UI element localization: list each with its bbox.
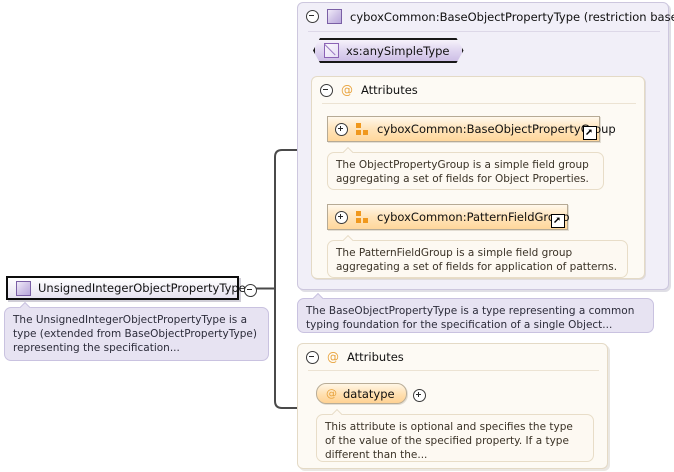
root-annotation-text: The UnsignedIntegerObjectPropertyType is… bbox=[13, 314, 257, 354]
local-attributes-header: @ Attributes bbox=[306, 350, 404, 364]
attribute-group-base-object-property[interactable]: cyboxCommon:BaseObjectPropertyGroup bbox=[327, 116, 616, 142]
base-attributes-divider bbox=[322, 103, 636, 104]
root-type-label: UnsignedIntegerObjectPropertyType bbox=[38, 281, 246, 295]
root-type-node[interactable]: UnsignedIntegerObjectPropertyType bbox=[6, 276, 246, 300]
annotation-pointer bbox=[312, 293, 324, 299]
annotation-pointer bbox=[342, 147, 354, 153]
base-panel-title: cyboxCommon:BaseObjectPropertyType (rest… bbox=[350, 9, 674, 24]
attribute-datatype-label: datatype bbox=[343, 386, 395, 401]
base-panel-collapse-toggle[interactable] bbox=[306, 10, 319, 23]
base-panel-annotation: The BaseObjectPropertyType is a type rep… bbox=[297, 298, 654, 333]
simple-type-icon bbox=[324, 43, 339, 58]
attribute-datatype-expand-toggle[interactable] bbox=[412, 388, 426, 402]
local-attributes-collapse-toggle[interactable] bbox=[306, 350, 319, 364]
external-link-icon[interactable] bbox=[551, 214, 565, 228]
attribute-at-icon: @ bbox=[341, 83, 353, 97]
base-attributes-header: @ Attributes bbox=[320, 83, 418, 97]
complex-type-icon bbox=[327, 9, 342, 24]
annotation-text: This attribute is optional and specifies… bbox=[325, 421, 573, 461]
annotation-pointer bbox=[331, 409, 343, 415]
attribute-datatype[interactable]: @ datatype bbox=[316, 383, 407, 404]
attribute-group-label: cyboxCommon:PatternFieldGroup bbox=[377, 210, 570, 224]
external-link-icon[interactable] bbox=[583, 126, 597, 140]
base-panel-header: cyboxCommon:BaseObjectPropertyType (rest… bbox=[306, 9, 674, 24]
base-attributes-collapse-toggle[interactable] bbox=[320, 83, 333, 97]
local-attributes-title: Attributes bbox=[347, 350, 404, 364]
root-type-annotation: The UnsignedIntegerObjectPropertyType is… bbox=[4, 307, 269, 361]
attribute-group-icon bbox=[356, 211, 369, 223]
attribute-group-label: cyboxCommon:BaseObjectPropertyGroup bbox=[377, 122, 616, 136]
group-expand-toggle[interactable] bbox=[335, 122, 348, 136]
base-attributes-title: Attributes bbox=[361, 83, 418, 97]
attribute-group-icon bbox=[356, 123, 369, 135]
attribute-datatype-annotation: This attribute is optional and specifies… bbox=[316, 414, 594, 462]
local-attributes-divider bbox=[308, 370, 599, 371]
root-collapse-toggle[interactable] bbox=[244, 283, 257, 297]
annotation-pointer bbox=[19, 302, 31, 308]
simple-type-node[interactable]: xs:anySimpleType bbox=[313, 38, 464, 63]
annotation-pointer bbox=[342, 235, 354, 241]
complex-type-icon bbox=[16, 280, 31, 296]
annotation-text: The ObjectPropertyGroup is a simple fiel… bbox=[336, 159, 589, 185]
attribute-group-pattern-field[interactable]: cyboxCommon:PatternFieldGroup bbox=[327, 204, 570, 230]
annotation-text: The BaseObjectPropertyType is a type rep… bbox=[306, 305, 635, 331]
attribute-at-icon: @ bbox=[327, 350, 339, 364]
attribute-group-base-object-property-annotation: The ObjectPropertyGroup is a simple fiel… bbox=[327, 152, 604, 190]
annotation-text: The PatternFieldGroup is a simple field … bbox=[336, 247, 618, 273]
attribute-group-pattern-field-annotation: The PatternFieldGroup is a simple field … bbox=[327, 240, 628, 278]
attribute-at-icon: @ bbox=[326, 387, 337, 400]
group-expand-toggle[interactable] bbox=[335, 210, 348, 224]
base-panel-divider bbox=[308, 31, 660, 32]
simple-type-label: xs:anySimpleType bbox=[346, 43, 450, 58]
